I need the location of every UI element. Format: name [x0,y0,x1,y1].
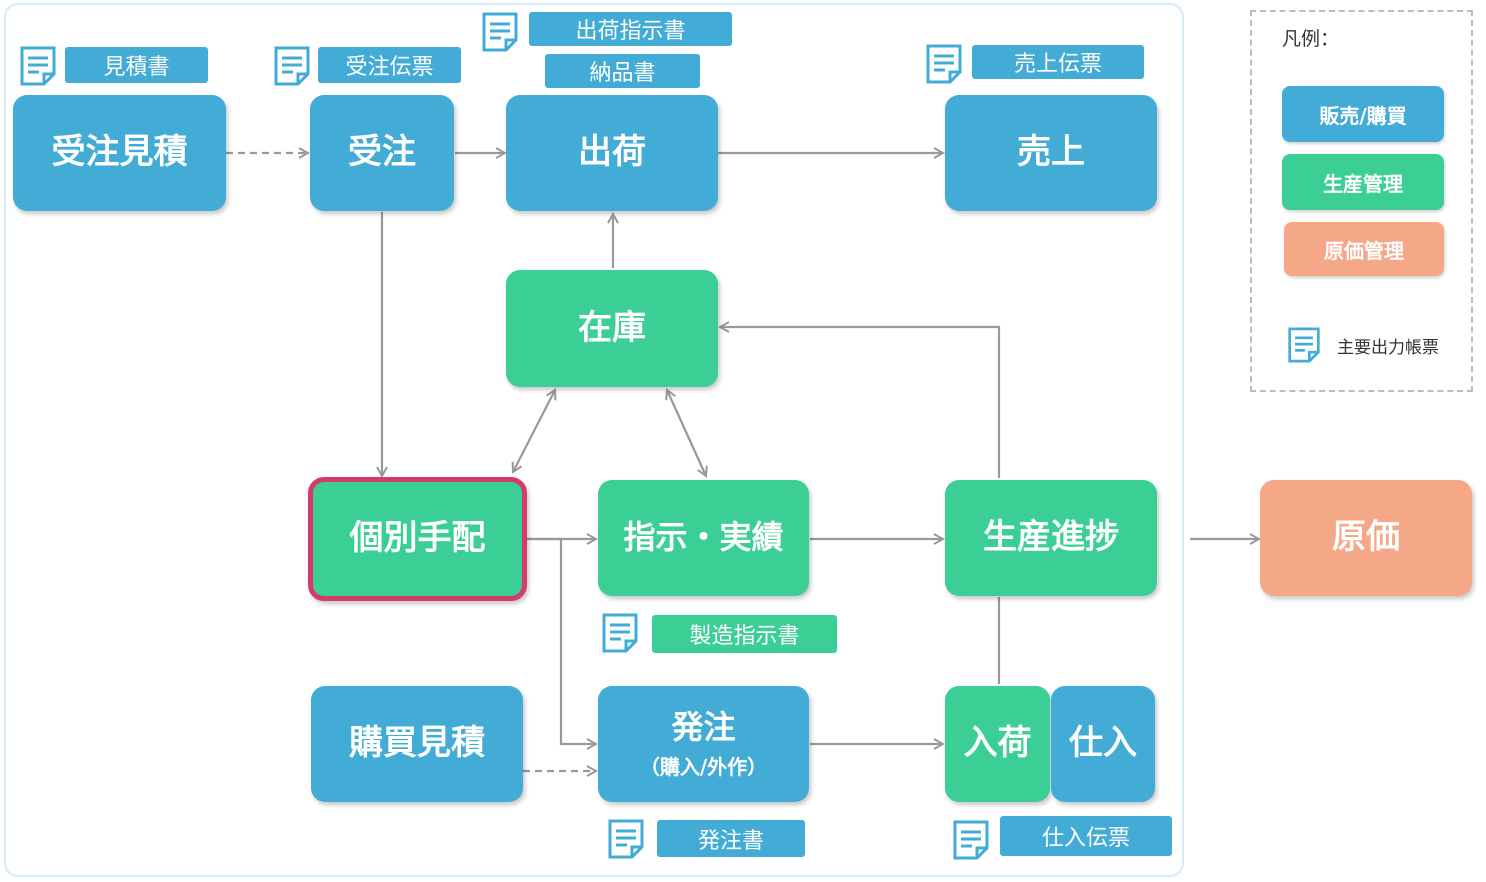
doc-label-delivery-note: 納品書 [545,54,700,88]
document-icon [1288,327,1320,363]
doc-label-purchase-slip: 仕入伝票 [1000,816,1172,856]
doc-label-po: 発注書 [657,820,805,857]
node-purchase-order: 発注 （購入/外作） [598,686,809,802]
node-production-progress: 生産進捗 [945,480,1157,596]
document-icon [20,46,56,86]
node-instruction-results: 指示・実績 [598,480,809,596]
doc-label-order-slip: 受注伝票 [318,47,461,83]
legend-title: 凡例： [1282,28,1340,50]
legend-sales-purchase: 販売/購買 [1282,86,1444,142]
arrow-progress-to-inventory [720,327,1001,478]
node-shipping: 出荷 [506,95,718,211]
po-sub-label: （購入/外作） [639,754,768,779]
legend-main-docs-label: 主要出力帳票 [1337,338,1439,358]
doc-label-quote: 見積書 [65,47,208,83]
doc-label-sales-slip: 売上伝票 [972,45,1144,79]
legend-costing: 原価管理 [1284,222,1444,276]
document-icon [953,820,989,860]
po-main-label: 発注 [671,708,736,747]
document-icon [482,12,518,52]
arrow-inventory-instruction [667,390,706,476]
node-order: 受注 [310,95,454,211]
legend-production: 生産管理 [1282,154,1444,210]
document-icon [926,44,962,84]
arrow-arrange-to-po [527,537,596,744]
document-icon [602,613,638,653]
node-inventory: 在庫 [506,270,718,387]
diagram-frame [4,3,1184,877]
node-sales: 売上 [945,95,1157,211]
arrow-inventory-arrange [513,390,555,472]
node-receiving: 入荷 [945,686,1050,802]
node-cost: 原価 [1260,480,1472,596]
legend: 凡例： 販売/購買 生産管理 原価管理 主要出力帳票 [1250,10,1473,392]
node-purchase-quote: 購買見積 [311,686,523,802]
node-order-quote: 受注見積 [13,95,226,211]
node-individual-arrangement: 個別手配 [308,477,527,601]
node-stocking: 仕入 [1051,686,1155,802]
document-icon [608,819,644,859]
doc-label-mfg-instruction: 製造指示書 [652,615,837,653]
document-icon [274,46,310,86]
doc-label-ship-instruction: 出荷指示書 [529,12,732,46]
